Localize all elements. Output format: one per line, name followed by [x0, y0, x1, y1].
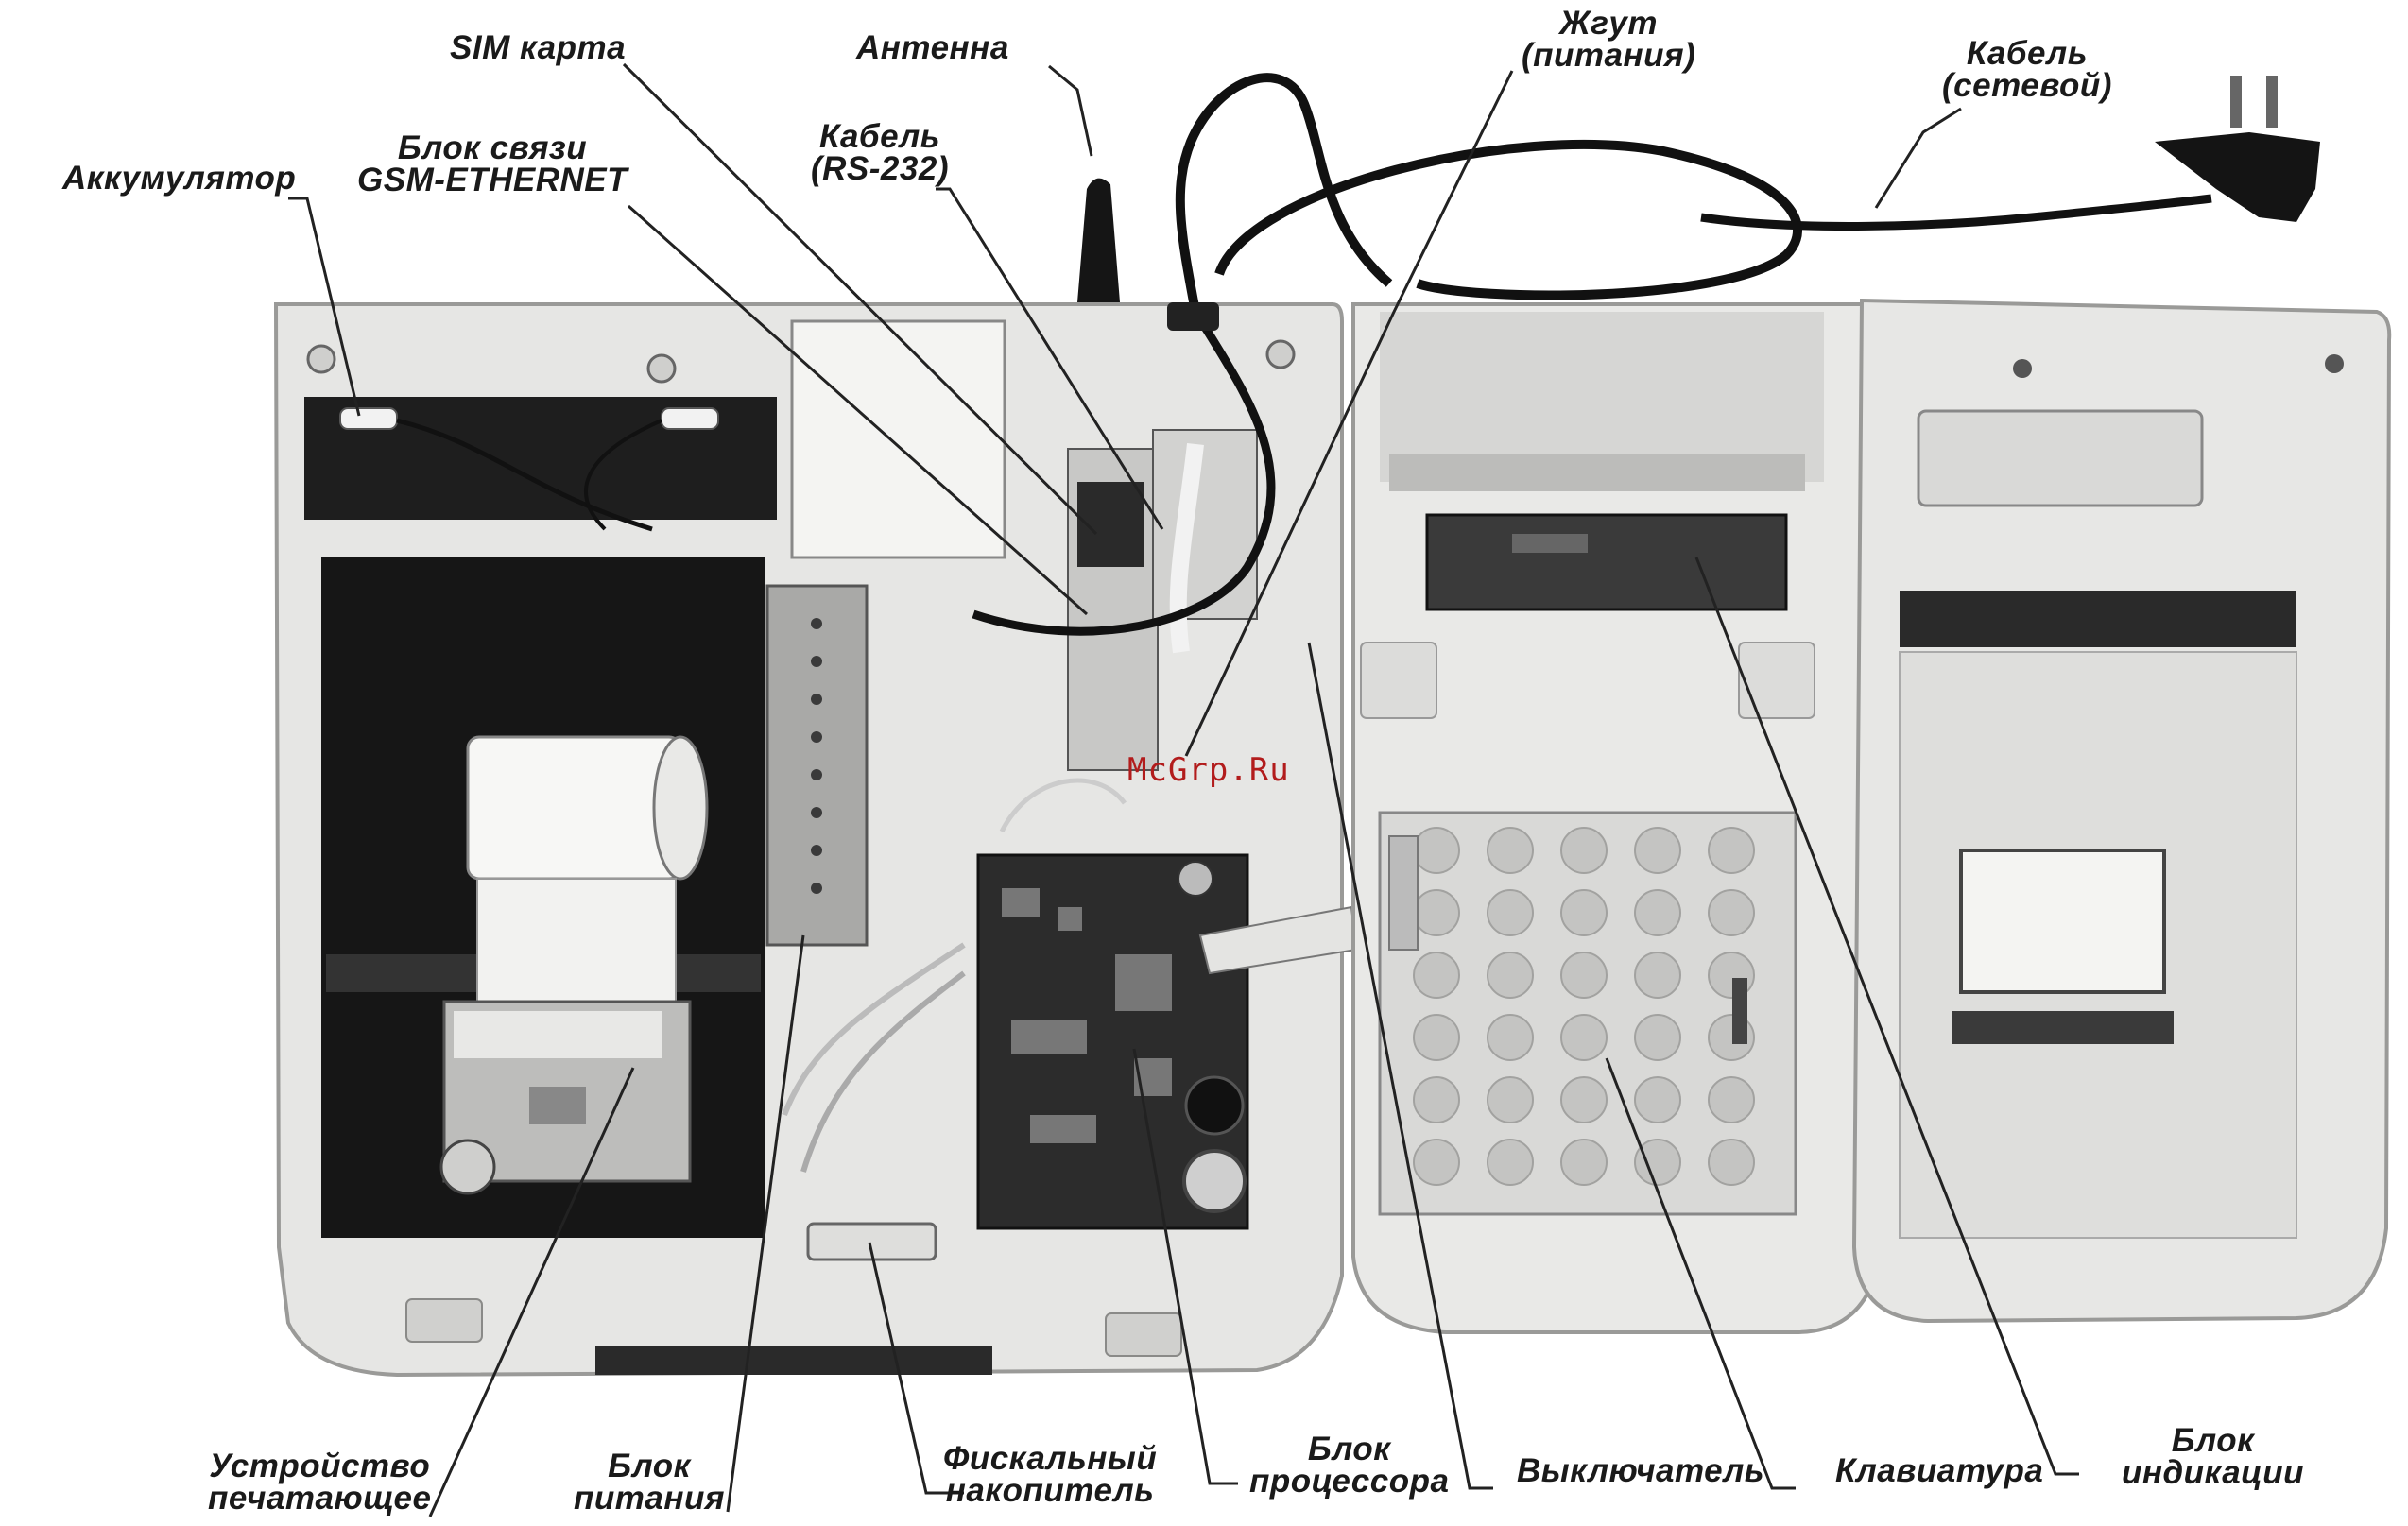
keyboard-key: [1414, 828, 1459, 873]
keyboard-key: [1488, 828, 1533, 873]
label-fiskalnyy-line2: накопитель: [943, 1475, 1157, 1507]
left-housing: [276, 304, 1356, 1375]
label-blok-svyazi-line2: GSM-ETHERNET: [357, 164, 628, 197]
label-akkumulyator-text: Аккумулятор: [62, 163, 296, 195]
label-zhgut: Жгут (питания): [1522, 8, 1695, 72]
label-antenna: Антенна: [856, 32, 1009, 64]
label-blok-svyazi-line1: Блок связи: [357, 132, 628, 164]
keyboard-key: [1414, 1077, 1459, 1123]
label-blok-processora: Блок процессора: [1249, 1433, 1449, 1498]
middle-housing: [1353, 304, 1885, 1332]
label-blok-pitaniya: Блок питания: [574, 1450, 725, 1515]
label-vyklyuchatel-text: Выключатель: [1517, 1455, 1764, 1487]
label-zhgut-line1: Жгут: [1522, 8, 1695, 40]
label-fiskalnyy-line1: Фискальный: [943, 1443, 1157, 1475]
watermark-text: McGrp.Ru: [1127, 751, 1290, 789]
keyboard-key: [1709, 890, 1754, 935]
keyboard-key: [1561, 1077, 1607, 1123]
label-sim-karta: SIM карта: [450, 32, 626, 64]
label-blok-pitaniya-line2: питания: [574, 1483, 725, 1515]
keyboard-key: [1635, 890, 1680, 935]
keyboard-key: [1414, 890, 1459, 935]
label-klaviatura: Клавиатура: [1835, 1455, 2043, 1487]
keyboard-key: [1414, 1140, 1459, 1185]
label-kabel-rs-line1: Кабель: [811, 121, 949, 153]
label-blok-indikacii-line1: Блок: [2122, 1425, 2304, 1457]
keyboard-key: [1561, 1140, 1607, 1185]
keyboard-key: [1414, 1015, 1459, 1060]
label-antenna-text: Антенна: [856, 32, 1009, 64]
leader-kabel-set: [1876, 109, 1961, 208]
label-ustroystvo: Устройство печатающее: [208, 1450, 431, 1515]
keyboard-key: [1488, 1140, 1533, 1185]
label-kabel-set: Кабель (сетевой): [1942, 38, 2112, 102]
keyboard-key: [1561, 952, 1607, 998]
label-kabel-set-line2: (сетевой): [1942, 70, 2112, 102]
keyboard-key: [1561, 828, 1607, 873]
label-blok-indikacii-line2: индикации: [2122, 1457, 2304, 1489]
label-kabel-rs-line2: (RS-232): [811, 153, 949, 185]
label-blok-indikacii: Блок индикации: [2122, 1425, 2304, 1489]
leader-antenna: [1049, 66, 1092, 156]
keyboard-key: [1635, 952, 1680, 998]
keyboard-key: [1488, 1015, 1533, 1060]
label-vyklyuchatel: Выключатель: [1517, 1455, 1764, 1487]
label-ustroystvo-line2: печатающее: [208, 1483, 431, 1515]
label-klaviatura-text: Клавиатура: [1835, 1455, 2043, 1487]
keyboard-key: [1561, 1015, 1607, 1060]
label-fiskalnyy: Фискальный накопитель: [943, 1443, 1157, 1507]
keyboard-key: [1709, 1140, 1754, 1185]
label-zhgut-line2: (питания): [1522, 40, 1695, 72]
keyboard-key: [1709, 1077, 1754, 1123]
label-sim-karta-text: SIM карта: [450, 32, 626, 64]
keyboard-key: [1635, 1015, 1680, 1060]
label-kabel-rs: Кабель (RS-232): [811, 121, 949, 185]
label-akkumulyator: Аккумулятор: [62, 163, 296, 195]
label-blok-processora-line1: Блок: [1249, 1433, 1449, 1466]
keyboard-key: [1709, 828, 1754, 873]
label-blok-svyazi: Блок связи GSM-ETHERNET: [357, 132, 628, 197]
keyboard-key: [1635, 828, 1680, 873]
label-kabel-set-line1: Кабель: [1942, 38, 2112, 70]
keyboard-key: [1488, 1077, 1533, 1123]
keyboard-key: [1414, 952, 1459, 998]
label-blok-processora-line2: процессора: [1249, 1466, 1449, 1498]
label-ustroystvo-line1: Устройство: [208, 1450, 431, 1483]
label-blok-pitaniya-line1: Блок: [574, 1450, 725, 1483]
keyboard-key: [1488, 952, 1533, 998]
keyboard-key: [1635, 1077, 1680, 1123]
keyboard-key: [1488, 890, 1533, 935]
keyboard-key: [1561, 890, 1607, 935]
